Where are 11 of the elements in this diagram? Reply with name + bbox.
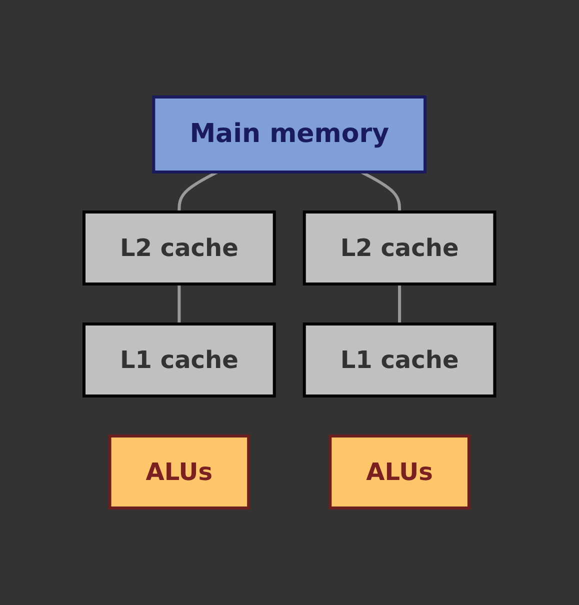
- connector: [178, 170, 218, 212]
- connector: [178, 284, 181, 324]
- connector: [398, 284, 402, 324]
- node-box: L2 cache: [82, 210, 276, 286]
- node-box: L2 cache: [303, 210, 496, 286]
- node-box: ALUs: [328, 434, 471, 510]
- node-box: L1 cache: [82, 322, 276, 398]
- connector: [360, 170, 402, 212]
- node-box: ALUs: [108, 434, 250, 510]
- node-box: L1 cache: [303, 322, 496, 398]
- node-box: Main memory: [152, 96, 427, 174]
